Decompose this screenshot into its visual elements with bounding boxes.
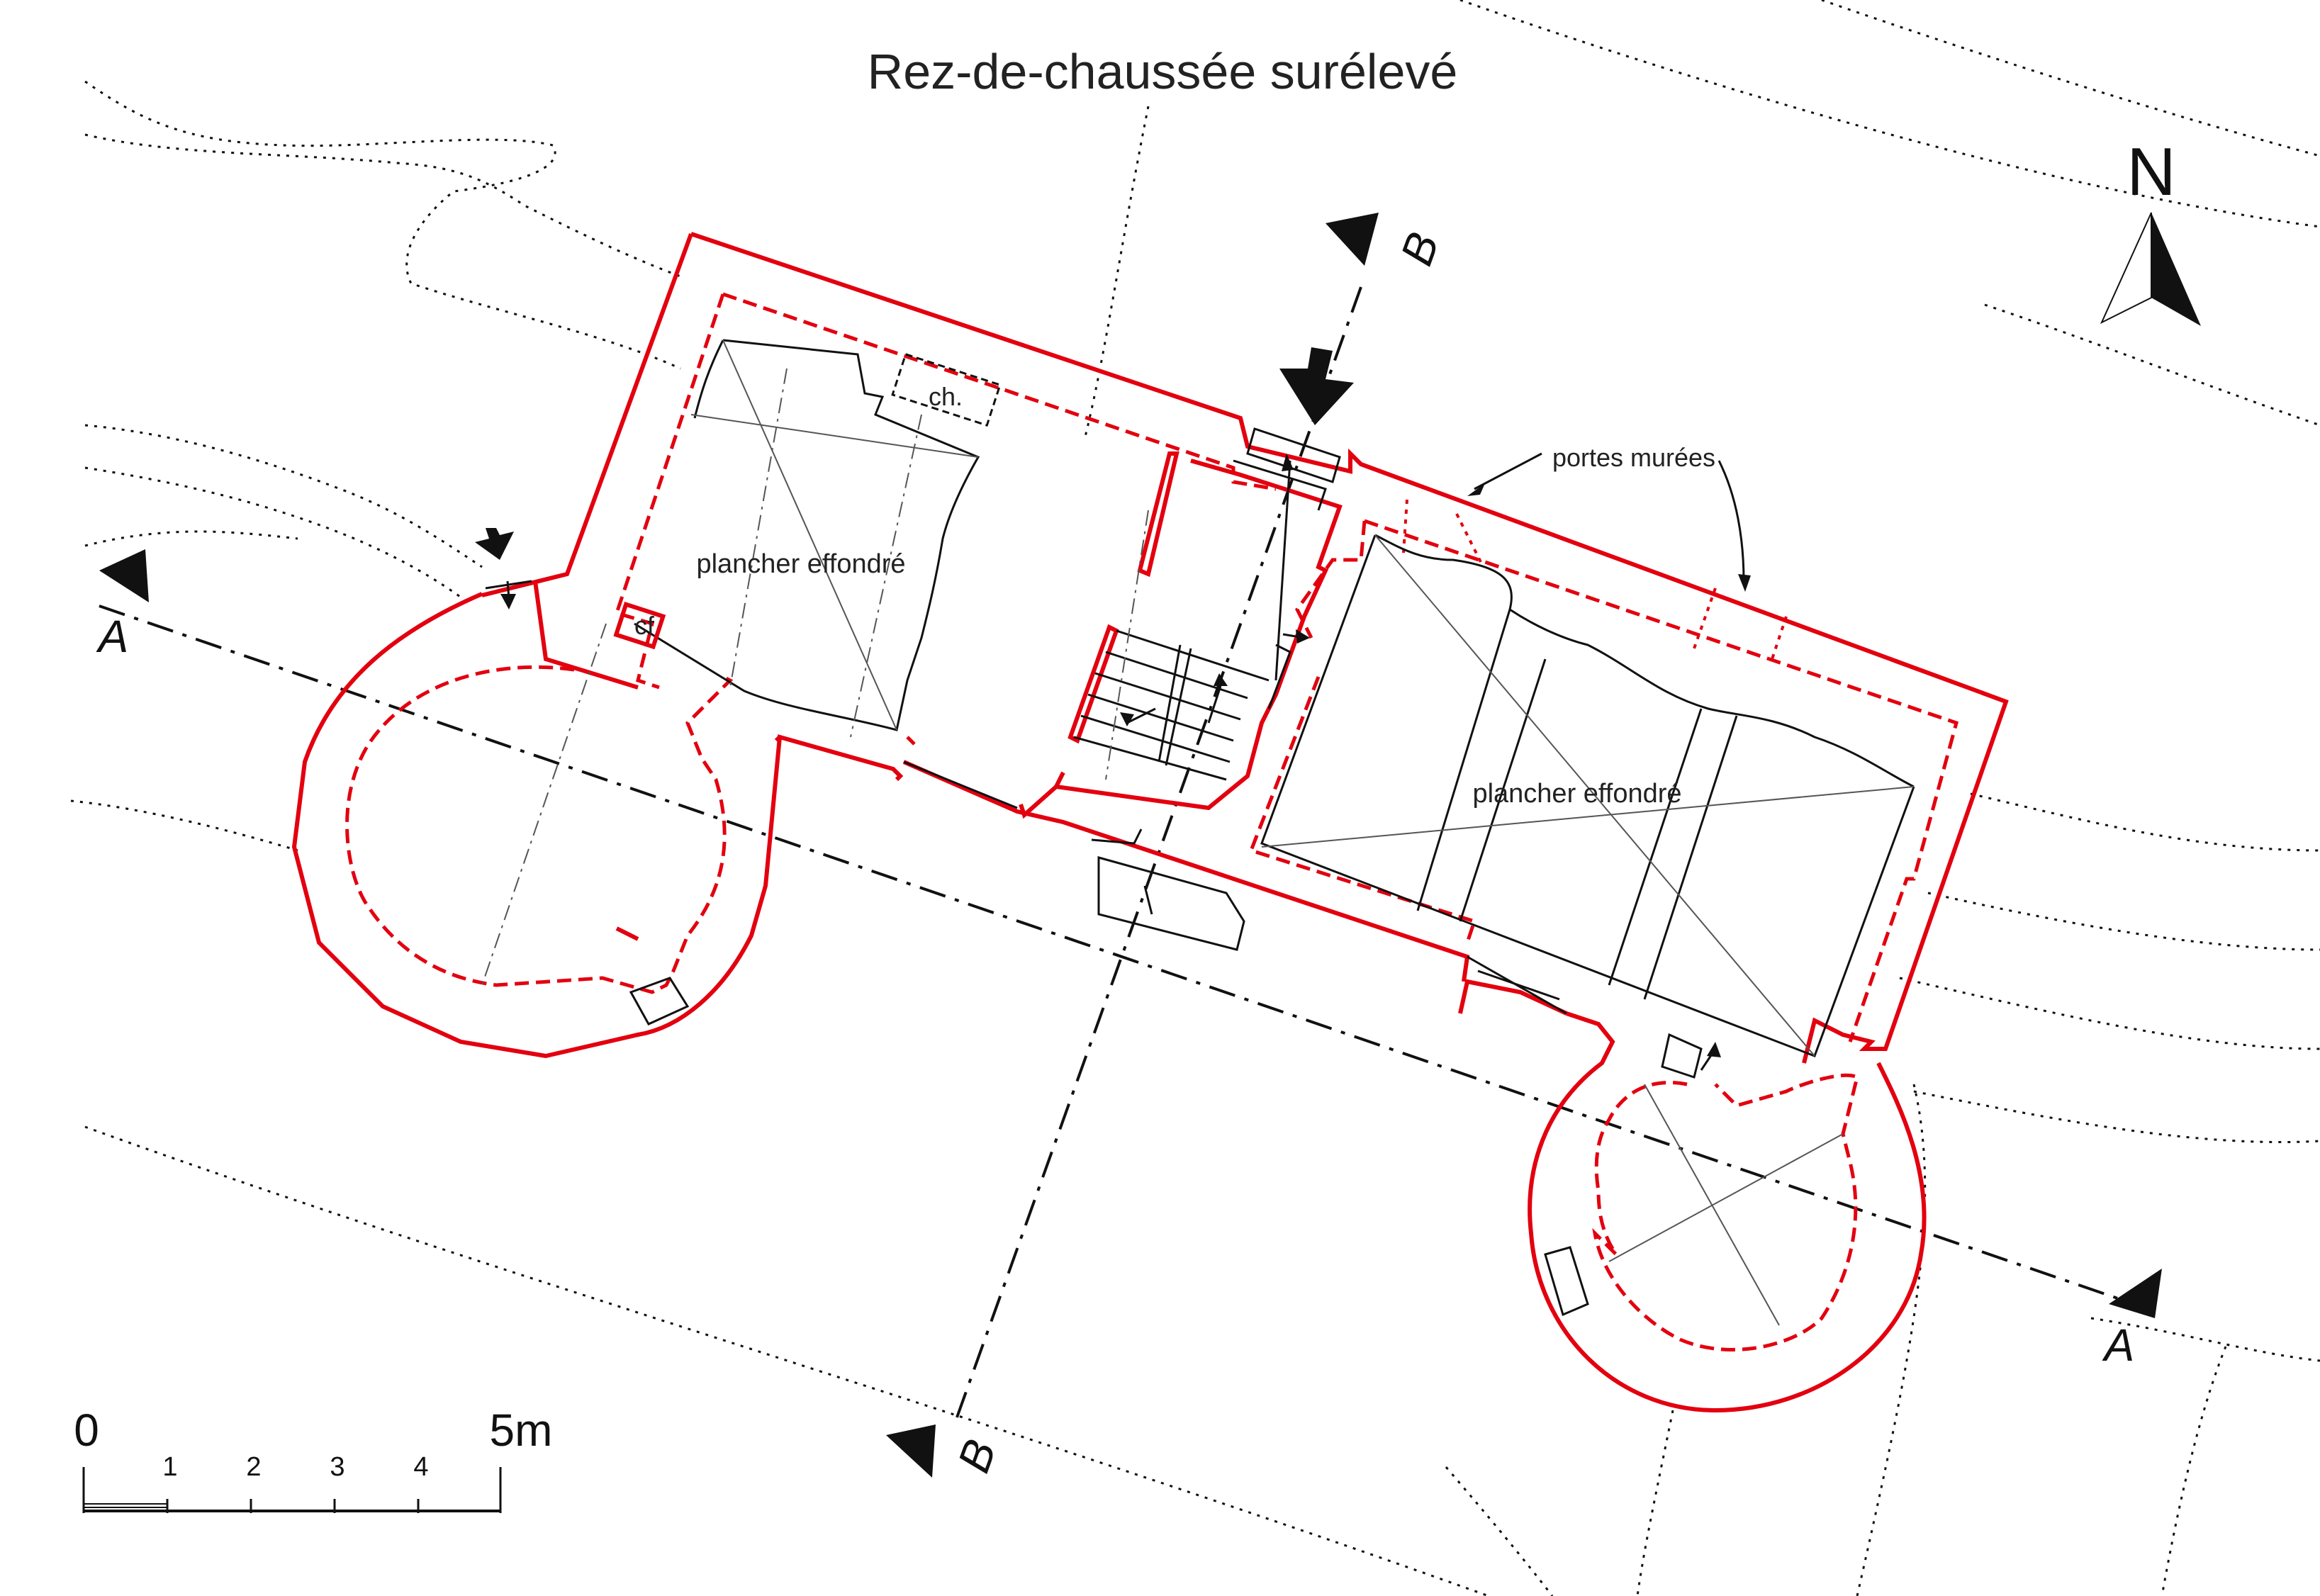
terrain-contours [70, 0, 2320, 1596]
interior-details [481, 339, 1915, 1326]
section-line-a [99, 605, 2156, 1313]
scale-tick-4: 4 [413, 1452, 428, 1482]
scale-start-label: 0 [74, 1405, 99, 1456]
north-arrow-icon [2100, 212, 2201, 326]
right-room-label: plancher effondré [1472, 779, 1681, 809]
walled-doors-label: portes murées [1552, 443, 1715, 472]
scale-bar [82, 1467, 502, 1513]
section-a-right-label: A [2102, 1320, 2135, 1371]
section-b-top-label: B [1391, 226, 1449, 272]
north-label: N [2126, 134, 2175, 210]
section-a-right-triangle-icon [2109, 1269, 2162, 1318]
section-a-left-triangle-icon [99, 549, 149, 602]
section-markers [99, 213, 2162, 1478]
main-entrance-arrow-icon [1279, 347, 1354, 425]
section-b-top-triangle-icon [1326, 213, 1379, 266]
scale-end-label: 5m [490, 1405, 553, 1456]
cupboard-label: cf [634, 611, 655, 640]
outer-walls [291, 232, 2009, 1413]
section-a-left-label: A [96, 611, 129, 662]
scale-tick-2: 2 [246, 1452, 261, 1482]
section-b-bottom-triangle-icon [886, 1424, 936, 1478]
page-title: Rez-de-chaussée surélevé [868, 44, 1458, 99]
left-room-label: plancher effondré [696, 549, 905, 579]
section-b-bottom-label: B [948, 1433, 1006, 1479]
chimney-label: ch. [929, 382, 963, 411]
inner-wall-faces [345, 292, 1959, 1351]
tower-entrance-arrow-icon [475, 528, 514, 560]
scale-tick-1: 1 [162, 1452, 177, 1482]
scale-tick-3: 3 [330, 1452, 344, 1482]
circulation-arrows [475, 347, 1751, 1071]
stair-walls [615, 451, 1343, 941]
